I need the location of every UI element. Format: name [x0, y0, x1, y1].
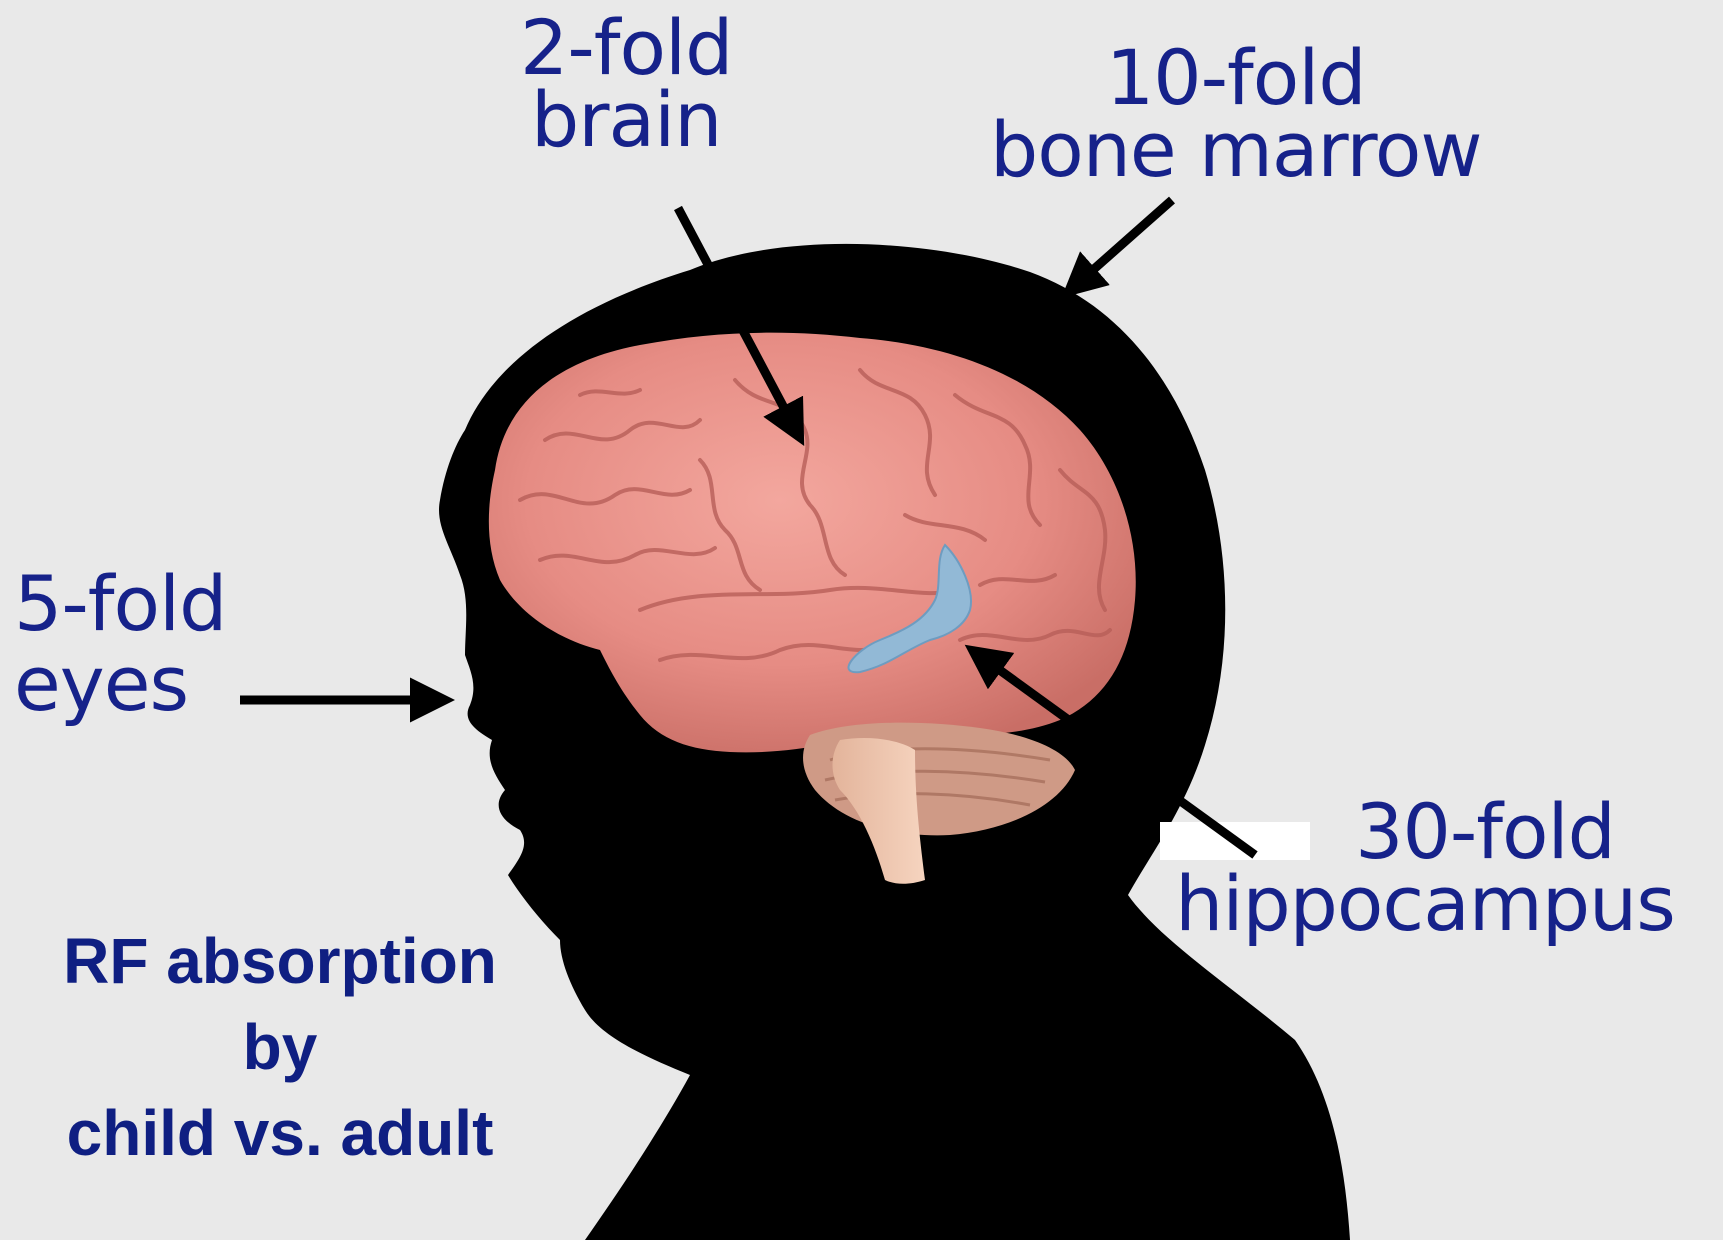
- caption-line-2: by: [10, 1004, 550, 1090]
- brain-factor: 2-fold: [520, 12, 732, 84]
- bone-marrow-factor: 10-fold: [990, 42, 1482, 114]
- hippocampus-region: hippocampus: [1140, 868, 1710, 940]
- bone-marrow-region: bone marrow: [990, 114, 1482, 186]
- eyes-label: 5-fold eyes: [14, 568, 226, 720]
- bone-marrow-label: 10-fold bone marrow: [990, 42, 1482, 186]
- caption-line-1: RF absorption: [10, 918, 550, 1004]
- caption-line-3: child vs. adult: [10, 1090, 550, 1176]
- rf-absorption-caption: RF absorption by child vs. adult: [10, 918, 550, 1176]
- eyes-region: eyes: [14, 648, 226, 720]
- hippocampus-label: 30-fold hippocampus: [1140, 796, 1710, 940]
- eyes-factor: 5-fold: [14, 568, 226, 640]
- brain-label: 2-fold brain: [520, 12, 732, 156]
- brain-region: brain: [520, 84, 732, 156]
- bone-marrow-arrow: [1068, 200, 1172, 292]
- hippocampus-factor: 30-fold: [1140, 796, 1710, 868]
